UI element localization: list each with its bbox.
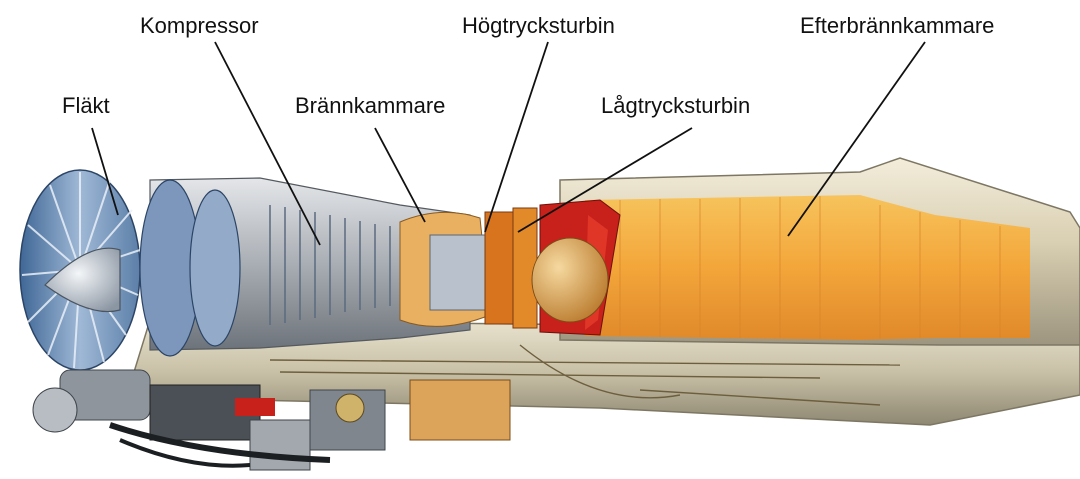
combustor-core xyxy=(430,235,485,310)
label-brannkammare: Brännkammare xyxy=(295,95,445,117)
fan-third-stage xyxy=(190,190,240,346)
leader-line-hogtrycksturbin xyxy=(485,42,548,232)
label-kompressor: Kompressor xyxy=(140,15,259,37)
label-hogtrycksturbin: Högtrycksturbin xyxy=(462,15,615,37)
label-lagtrycksturbin: Lågtrycksturbin xyxy=(601,95,750,117)
exhaust-cone xyxy=(532,238,608,322)
label-flakt: Fläkt xyxy=(62,95,110,117)
label-efterbrannkammare: Efterbrännkammare xyxy=(800,15,994,37)
